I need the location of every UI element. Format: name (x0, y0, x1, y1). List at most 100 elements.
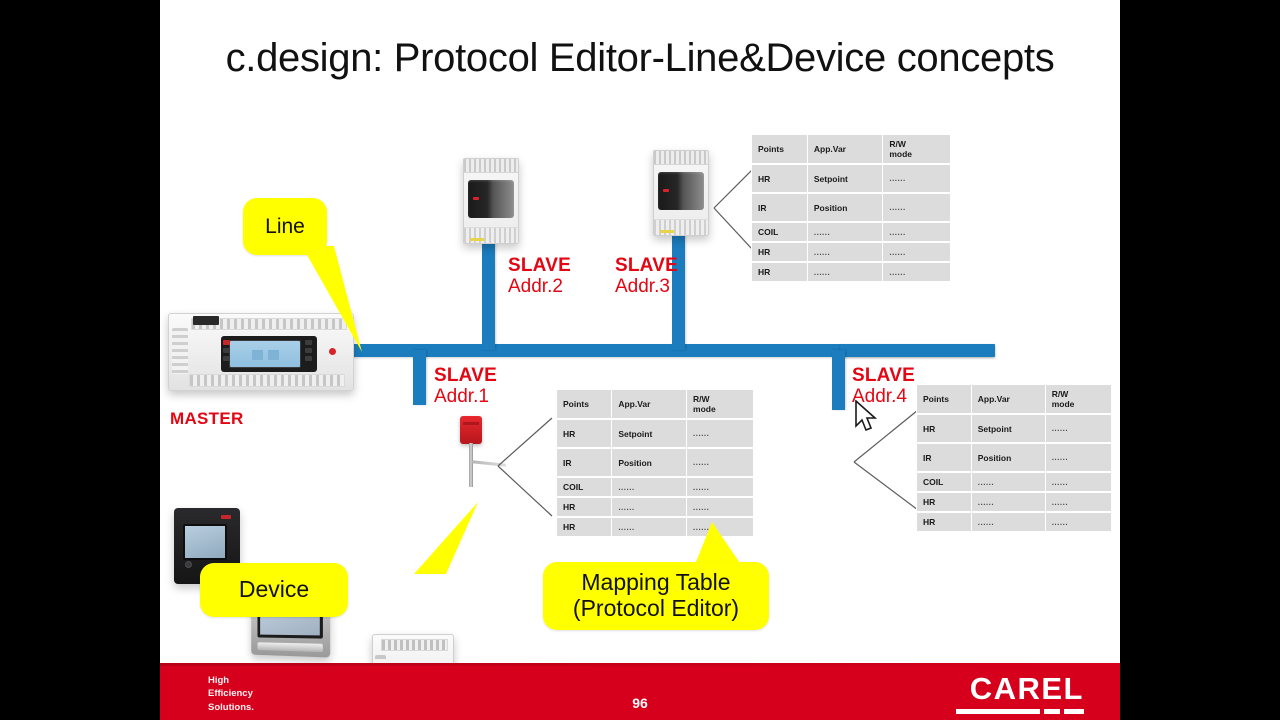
cell-appvar: ...... (807, 223, 883, 241)
cell-appvar: ...... (807, 243, 883, 261)
cell-rwmode: ...... (883, 165, 950, 192)
callout-device-label: Device (238, 576, 310, 603)
cell-points: HR (917, 493, 971, 511)
cell-points: COIL (752, 223, 807, 241)
table-row: IR Position ...... (752, 194, 950, 221)
up-key-icon (223, 356, 230, 361)
table-row: HR ...... ...... (917, 493, 1111, 511)
table-row: HR ...... ...... (752, 263, 950, 281)
table-row: HR ...... ...... (557, 498, 753, 516)
hmi-button-icon (185, 561, 192, 568)
cell-appvar: ...... (807, 263, 883, 281)
footer-tagline: High Efficiency Solutions. (208, 674, 254, 714)
cell-rwmode: ...... (883, 223, 950, 241)
cell-rwmode: ...... (687, 478, 753, 496)
slave-role: SLAVE (852, 365, 915, 386)
device-label-strip (660, 230, 674, 233)
cell-rwmode: ...... (1045, 513, 1111, 531)
cell-points: IR (917, 444, 971, 471)
cell-rwmode: ...... (687, 498, 753, 516)
label-slave-addr1: SLAVE Addr.1 (434, 365, 497, 407)
table-row: COIL ...... ...... (752, 223, 950, 241)
callout-mapping-tail (692, 522, 746, 572)
label-slave-addr3: SLAVE Addr.3 (615, 255, 678, 297)
cell-points: COIL (557, 478, 612, 496)
device-valve-actuator (460, 416, 507, 487)
label-slave-addr2: SLAVE Addr.2 (508, 255, 571, 297)
mapping-table-slave1: Points App.Var R/W mode HR Setpoint ....… (556, 388, 754, 538)
table-row: IR Position ...... (917, 444, 1111, 471)
logo-bar-segment (956, 709, 1040, 714)
cell-rwmode: ...... (1045, 473, 1111, 491)
carel-logo: CAREL (969, 671, 1084, 706)
table-row: HR Setpoint ...... (917, 415, 1111, 442)
table-row: COIL ...... ...... (557, 478, 753, 496)
cell-appvar: ...... (971, 493, 1045, 511)
page-title: c.design: Protocol Editor-Line&Device co… (225, 36, 1055, 80)
bus-drop-slave2 (482, 230, 495, 350)
bus-drop-slave1 (413, 350, 426, 405)
slave-role: SLAVE (508, 255, 571, 276)
cell-appvar: ...... (612, 498, 687, 516)
cell-appvar: ...... (612, 478, 687, 496)
master-terminal-row-bottom (189, 374, 345, 387)
table-header-row: Points App.Var R/W mode (917, 385, 1111, 413)
column-header-points: Points (557, 390, 612, 418)
page-number: 96 (632, 695, 648, 711)
status-led-icon (473, 197, 479, 200)
table-header-row: Points App.Var R/W mode (557, 390, 753, 418)
column-header-rwmode: R/W mode (687, 390, 753, 418)
master-power-led-icon (329, 348, 336, 355)
cell-appvar: Setpoint (807, 165, 883, 192)
cell-points: HR (917, 513, 971, 531)
cell-appvar: Setpoint (971, 415, 1045, 442)
slave-address: Addr.3 (615, 275, 670, 297)
label-slave-addr4: SLAVE Addr.4 (852, 365, 915, 407)
status-led-icon (663, 189, 669, 192)
column-header-appvar: App.Var (807, 135, 883, 163)
cell-appvar: ...... (971, 513, 1045, 531)
bus-trunk-right (840, 344, 995, 357)
device-front-panel (658, 172, 704, 210)
leader-line-slave4 (853, 409, 919, 511)
bus-drop-slave4 (832, 350, 845, 410)
logo-bar-segment (1064, 709, 1084, 714)
prg-key-icon (305, 340, 312, 345)
master-label: MASTER (170, 409, 244, 428)
bus-drop-slave3 (672, 230, 685, 350)
bus-trunk-left (340, 344, 995, 357)
cell-appvar: Position (612, 449, 687, 476)
footer-bar: High Efficiency Solutions. 96 CAREL (160, 663, 1120, 720)
cell-points: HR (752, 165, 807, 192)
table-row: HR Setpoint ...... (752, 165, 950, 192)
device-slave-addr2 (463, 158, 519, 244)
hmi-screen (183, 524, 227, 560)
cell-points: COIL (917, 473, 971, 491)
callout-device[interactable]: Device (200, 563, 348, 617)
column-header-points: Points (752, 135, 807, 163)
master-keypad-left (223, 340, 231, 364)
cell-rwmode: ...... (1045, 415, 1111, 442)
cell-appvar: Position (971, 444, 1045, 471)
cell-rwmode: ...... (883, 194, 950, 221)
valve-head (460, 416, 482, 444)
alarm-key-icon (223, 340, 230, 345)
slave-role: SLAVE (615, 255, 678, 276)
valve-stem (469, 443, 473, 487)
master-keypad-right (305, 340, 313, 364)
menu-key-icon (223, 348, 230, 353)
table-row: HR Setpoint ...... (557, 420, 753, 447)
tagline-line-2: Efficiency (208, 688, 253, 700)
slave-address: Addr.2 (508, 275, 563, 297)
table-row: HR ...... ...... (917, 513, 1111, 531)
column-header-points: Points (917, 385, 971, 413)
column-header-rwmode: R/W mode (883, 135, 950, 163)
slave-address: Addr.4 (852, 385, 907, 407)
callout-mapping-table[interactable]: Mapping Table (Protocol Editor) (543, 562, 769, 630)
callout-line-tail (302, 246, 362, 352)
callout-device-tail (414, 502, 478, 574)
cell-points: HR (557, 498, 612, 516)
callout-line[interactable]: Line (243, 198, 327, 255)
device-vent-top (464, 159, 518, 173)
hmi-led-icon (221, 515, 231, 519)
